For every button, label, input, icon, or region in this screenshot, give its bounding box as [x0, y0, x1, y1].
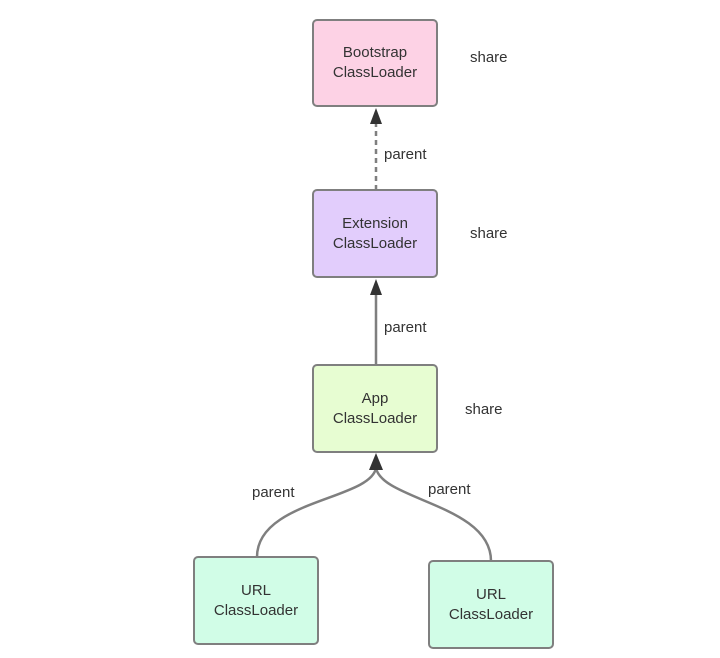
url-classloader-left-node: URL ClassLoader — [193, 556, 319, 645]
edge-label-url-right-to-app: parent — [428, 481, 471, 498]
url-classloader-right-node: URL ClassLoader — [428, 560, 554, 649]
edge-label-extension-to-bootstrap: parent — [384, 146, 427, 163]
edge-url-left-to-app — [255, 467, 378, 558]
arrowhead-app — [369, 453, 383, 470]
extension-classloader-node: Extension ClassLoader — [312, 189, 438, 278]
extension-share-note: share — [470, 225, 508, 242]
bootstrap-share-note: share — [470, 49, 508, 66]
app-classloader-node: App ClassLoader — [312, 364, 438, 453]
url-left-node-line1: URL — [240, 581, 271, 599]
bootstrap-node-line2: ClassLoader — [332, 64, 418, 81]
app-node-line1: App — [361, 389, 389, 407]
edge-label-url-left-to-app: parent — [252, 484, 295, 501]
arrowhead-bootstrap — [370, 108, 382, 124]
url-left-node-line2: ClassLoader — [213, 601, 299, 619]
app-share-note: share — [465, 401, 503, 418]
bootstrap-classloader-node: Bootstrap ClassLoader — [312, 19, 438, 107]
url-right-node-line2: ClassLoader — [448, 605, 534, 623]
url-right-node-line1: URL — [475, 585, 506, 603]
extension-node-line1: Extension — [342, 214, 408, 232]
bootstrap-node-line1: Bootstrap — [342, 44, 408, 61]
edge-label-app-to-extension: parent — [384, 319, 427, 336]
app-node-line2: ClassLoader — [332, 409, 418, 427]
edge-url-right-to-app — [374, 467, 493, 562]
extension-node-line2: ClassLoader — [332, 234, 418, 252]
arrowhead-extension — [370, 279, 382, 295]
